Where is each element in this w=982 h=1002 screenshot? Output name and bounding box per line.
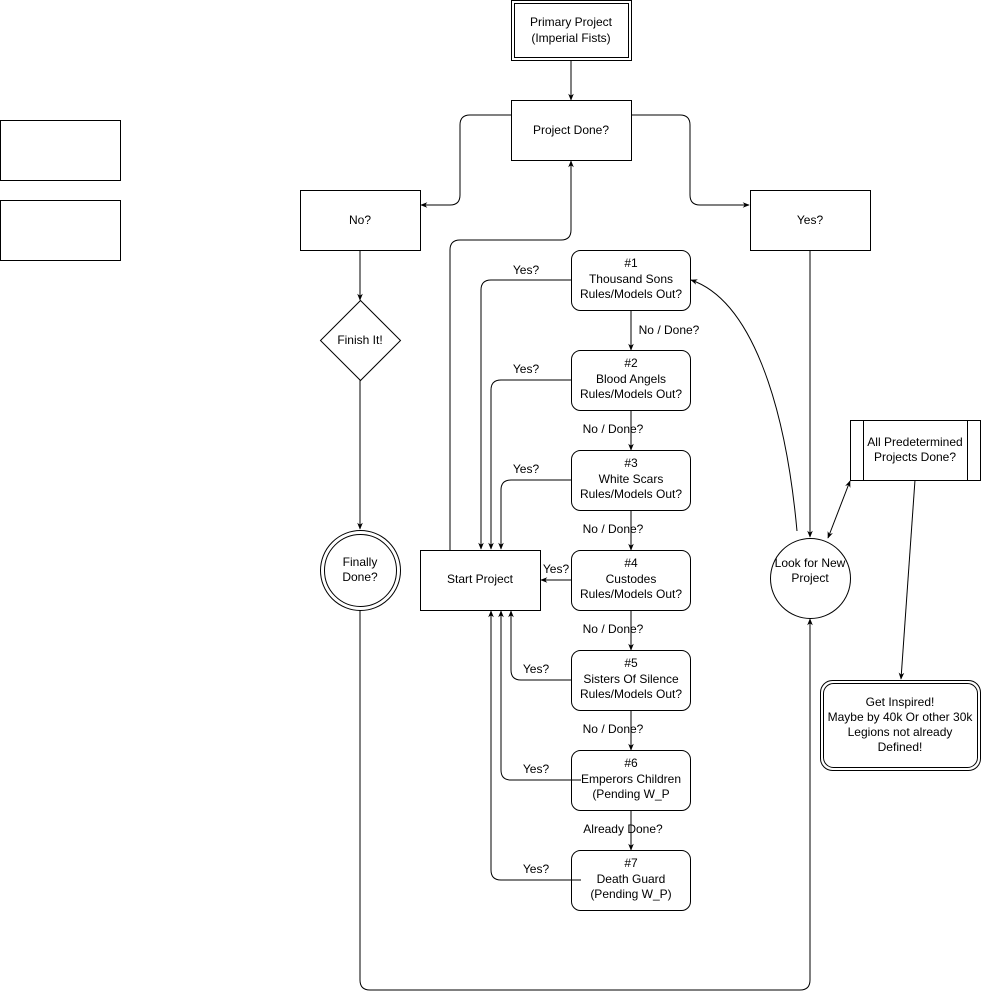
svg-text:White Scars: White Scars	[599, 472, 664, 486]
label-yes-7: Yes?	[523, 862, 550, 876]
label-no-done-2: No / Done?	[583, 422, 644, 436]
edge-legion5-yes	[508, 610, 571, 681]
svg-text:Look for New: Look for New	[775, 556, 846, 570]
node-finish-it[interactable]: Finish It!	[319, 299, 402, 382]
svg-text:Project Done?: Project Done?	[533, 123, 609, 137]
edge-legion2-yes	[488, 379, 571, 550]
label-no-done-3: No / Done?	[583, 522, 644, 536]
label-no-done-4: No / Done?	[583, 622, 644, 636]
svg-text:Legions not already: Legions not already	[848, 725, 953, 739]
edge-look-to-predetermined	[827, 480, 851, 539]
edge-legion1-yes	[478, 279, 571, 550]
edge-legion7-yes	[488, 610, 581, 881]
label-no-done-1: No / Done?	[639, 323, 700, 337]
svg-text:Death Guard: Death Guard	[597, 872, 666, 886]
node-all-predetermined[interactable]: All Predetermined Projects Done?	[850, 420, 981, 481]
node-legion-6[interactable]: #6 Emperors Children (Pending W_P	[571, 750, 691, 811]
label-yes-3: Yes?	[513, 462, 540, 476]
svg-text:#4: #4	[624, 556, 638, 570]
svg-text:Finally: Finally	[343, 555, 378, 569]
svg-text:(Pending W_P): (Pending W_P)	[590, 887, 671, 901]
svg-text:Sisters Of Silence: Sisters Of Silence	[583, 672, 679, 686]
edges	[357, 60, 916, 991]
edge-labels: Yes? Yes? Yes? Yes? Yes? Yes? Yes? No / …	[513, 263, 700, 876]
svg-text:(Pending W_P: (Pending W_P	[592, 787, 669, 801]
label-yes-2: Yes?	[513, 362, 540, 376]
node-legion-7[interactable]: #7 Death Guard (Pending W_P)	[571, 850, 691, 911]
label-yes-5: Yes?	[523, 662, 550, 676]
svg-text:#1: #1	[624, 256, 638, 270]
svg-text:#2: #2	[624, 356, 638, 370]
node-no[interactable]: No?	[300, 190, 421, 251]
node-legion-2[interactable]: #2 Blood Angels Rules/Models Out?	[571, 350, 691, 411]
svg-text:Primary Project: Primary Project	[530, 15, 613, 29]
svg-text:#5: #5	[624, 656, 638, 670]
node-legion-1[interactable]: #1 Thousand Sons Rules/Models Out?	[571, 250, 691, 311]
svg-text:All Predetermined: All Predetermined	[867, 435, 962, 449]
node-finally-done[interactable]: Finally Done?	[320, 530, 401, 611]
svg-text:No?: No?	[349, 213, 371, 227]
edge-legion6-yes	[498, 610, 581, 781]
label-yes-4: Yes?	[543, 562, 570, 576]
edge-start-to-done	[449, 160, 574, 550]
svg-text:#6: #6	[624, 756, 638, 770]
edge-done-to-yes	[631, 114, 750, 208]
svg-text:Thousand Sons: Thousand Sons	[589, 272, 673, 286]
node-primary-project[interactable]: Primary Project (Imperial Fists)	[511, 0, 632, 61]
label-already-done: Already Done?	[583, 822, 663, 836]
legion-nodes: #1 Thousand Sons Rules/Models Out? #2 Bl…	[571, 250, 691, 911]
edge-predetermined-to-inspired	[898, 479, 916, 680]
edge-finally-to-look	[359, 610, 813, 991]
svg-text:Start Project: Start Project	[447, 572, 514, 586]
svg-text:Rules/Models Out?: Rules/Models Out?	[580, 287, 682, 301]
svg-text:Defined!: Defined!	[878, 740, 923, 754]
edge-legion3-yes	[498, 479, 571, 550]
empty-box-1[interactable]	[0, 120, 121, 181]
svg-text:Yes?: Yes?	[797, 213, 824, 227]
node-yes[interactable]: Yes?	[750, 190, 871, 251]
svg-text:#7: #7	[624, 856, 638, 870]
empty-box-2[interactable]	[0, 200, 121, 261]
node-legion-5[interactable]: #5 Sisters Of Silence Rules/Models Out?	[571, 650, 691, 711]
label-no-done-5: No / Done?	[583, 722, 644, 736]
node-legion-4[interactable]: #4 Custodes Rules/Models Out?	[571, 550, 691, 611]
svg-text:Custodes: Custodes	[606, 572, 657, 586]
svg-text:Rules/Models Out?: Rules/Models Out?	[580, 387, 682, 401]
edge-look-to-legion1	[690, 279, 798, 532]
edge-done-to-no	[420, 114, 511, 208]
label-yes-6: Yes?	[523, 762, 550, 776]
svg-text:Blood Angels: Blood Angels	[596, 372, 666, 386]
svg-text:Finish It!: Finish It!	[337, 333, 382, 347]
node-get-inspired[interactable]: Get Inspired! Maybe by 40k Or other 30k …	[820, 680, 981, 771]
node-look-for-new-project[interactable]: Look for New Project	[770, 538, 851, 619]
node-start-project[interactable]: Start Project	[420, 550, 541, 611]
svg-text:Rules/Models Out?: Rules/Models Out?	[580, 587, 682, 601]
svg-text:(Imperial Fists): (Imperial Fists)	[531, 31, 610, 45]
svg-text:Rules/Models Out?: Rules/Models Out?	[580, 687, 682, 701]
svg-text:Projects Done?: Projects Done?	[874, 450, 956, 464]
svg-text:Emperors Children: Emperors Children	[581, 772, 681, 786]
svg-text:Project: Project	[791, 571, 829, 585]
label-yes-1: Yes?	[513, 263, 540, 277]
node-legion-3[interactable]: #3 White Scars Rules/Models Out?	[571, 450, 691, 511]
svg-text:Get Inspired!: Get Inspired!	[866, 695, 935, 709]
svg-text:Maybe by 40k Or other 30k: Maybe by 40k Or other 30k	[828, 710, 974, 724]
svg-text:#3: #3	[624, 456, 638, 470]
svg-text:Rules/Models Out?: Rules/Models Out?	[580, 487, 682, 501]
svg-text:Done?: Done?	[342, 570, 378, 584]
node-project-done[interactable]: Project Done?	[511, 100, 632, 161]
